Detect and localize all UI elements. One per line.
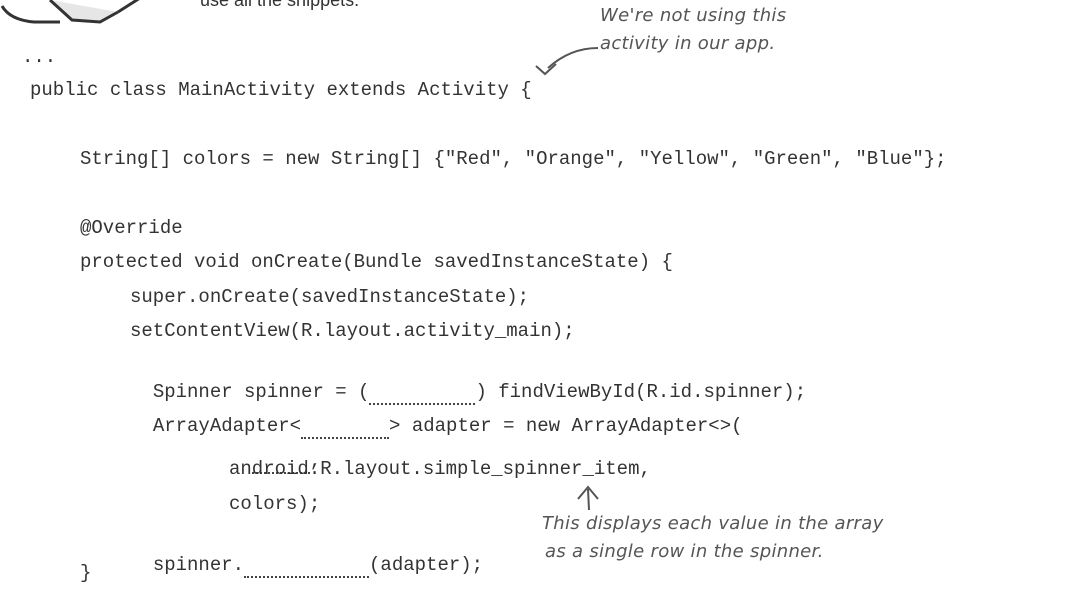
spinner-prefix: Spinner spinner = (: [152, 381, 370, 403]
code-override: @Override: [80, 217, 183, 239]
set-prefix: spinner.: [152, 554, 245, 576]
code-arg1-line: ,: [229, 422, 321, 474]
cast-blank[interactable]: [369, 383, 476, 405]
spinner-note-line1: This displays each value in the array: [542, 513, 884, 534]
code-arg3: colors);: [229, 493, 321, 515]
code-class-decl: public class MainActivity extends Activi…: [30, 79, 532, 101]
code-oncreate-decl: protected void onCreate(Bundle savedInst…: [80, 251, 673, 273]
spinner-arrow: [587, 488, 590, 511]
code-close-method: }: [80, 562, 92, 584]
activity-note-line1: We're not using this: [600, 5, 787, 26]
set-suffix: (adapter);: [369, 554, 484, 576]
code-super-call: super.onCreate(savedInstanceState);: [130, 286, 530, 308]
spinner-suffix: ) findViewById(R.id.spinner);: [475, 381, 807, 403]
adapter-prefix: ArrayAdapter<: [152, 415, 302, 437]
method-blank[interactable]: [244, 556, 370, 578]
code-spinner-line: Spinner spinner = ( ) findViewById(R.id.s…: [130, 353, 806, 405]
code-set-content: setContentView(R.layout.activity_main);: [130, 320, 575, 342]
spinner-note-line2: as a single row in the spinner.: [545, 541, 824, 562]
magnet-icon: [0, 0, 140, 24]
code-arg2: android.R.layout.simple_spinner_item,: [229, 458, 651, 480]
code-colors-decl: String[] colors = new String[] {"Red", "…: [80, 148, 947, 170]
code-adapter-line: ArrayAdapter< > adapter = new ArrayAdapte…: [130, 387, 743, 439]
activity-note-line2: activity in our app.: [600, 33, 776, 54]
code-set-adapter-line: spinner. (adapter);: [130, 526, 483, 578]
instruction-text: use all the snippets.: [200, 0, 360, 10]
context-blank[interactable]: [251, 452, 310, 474]
activity-arrow: [547, 47, 599, 69]
code-ellipsis: ...: [22, 46, 57, 68]
arg1-suffix: ,: [309, 450, 322, 472]
adapter-suffix: > adapter = new ArrayAdapter<>(: [389, 415, 743, 437]
type-blank[interactable]: [301, 417, 390, 439]
